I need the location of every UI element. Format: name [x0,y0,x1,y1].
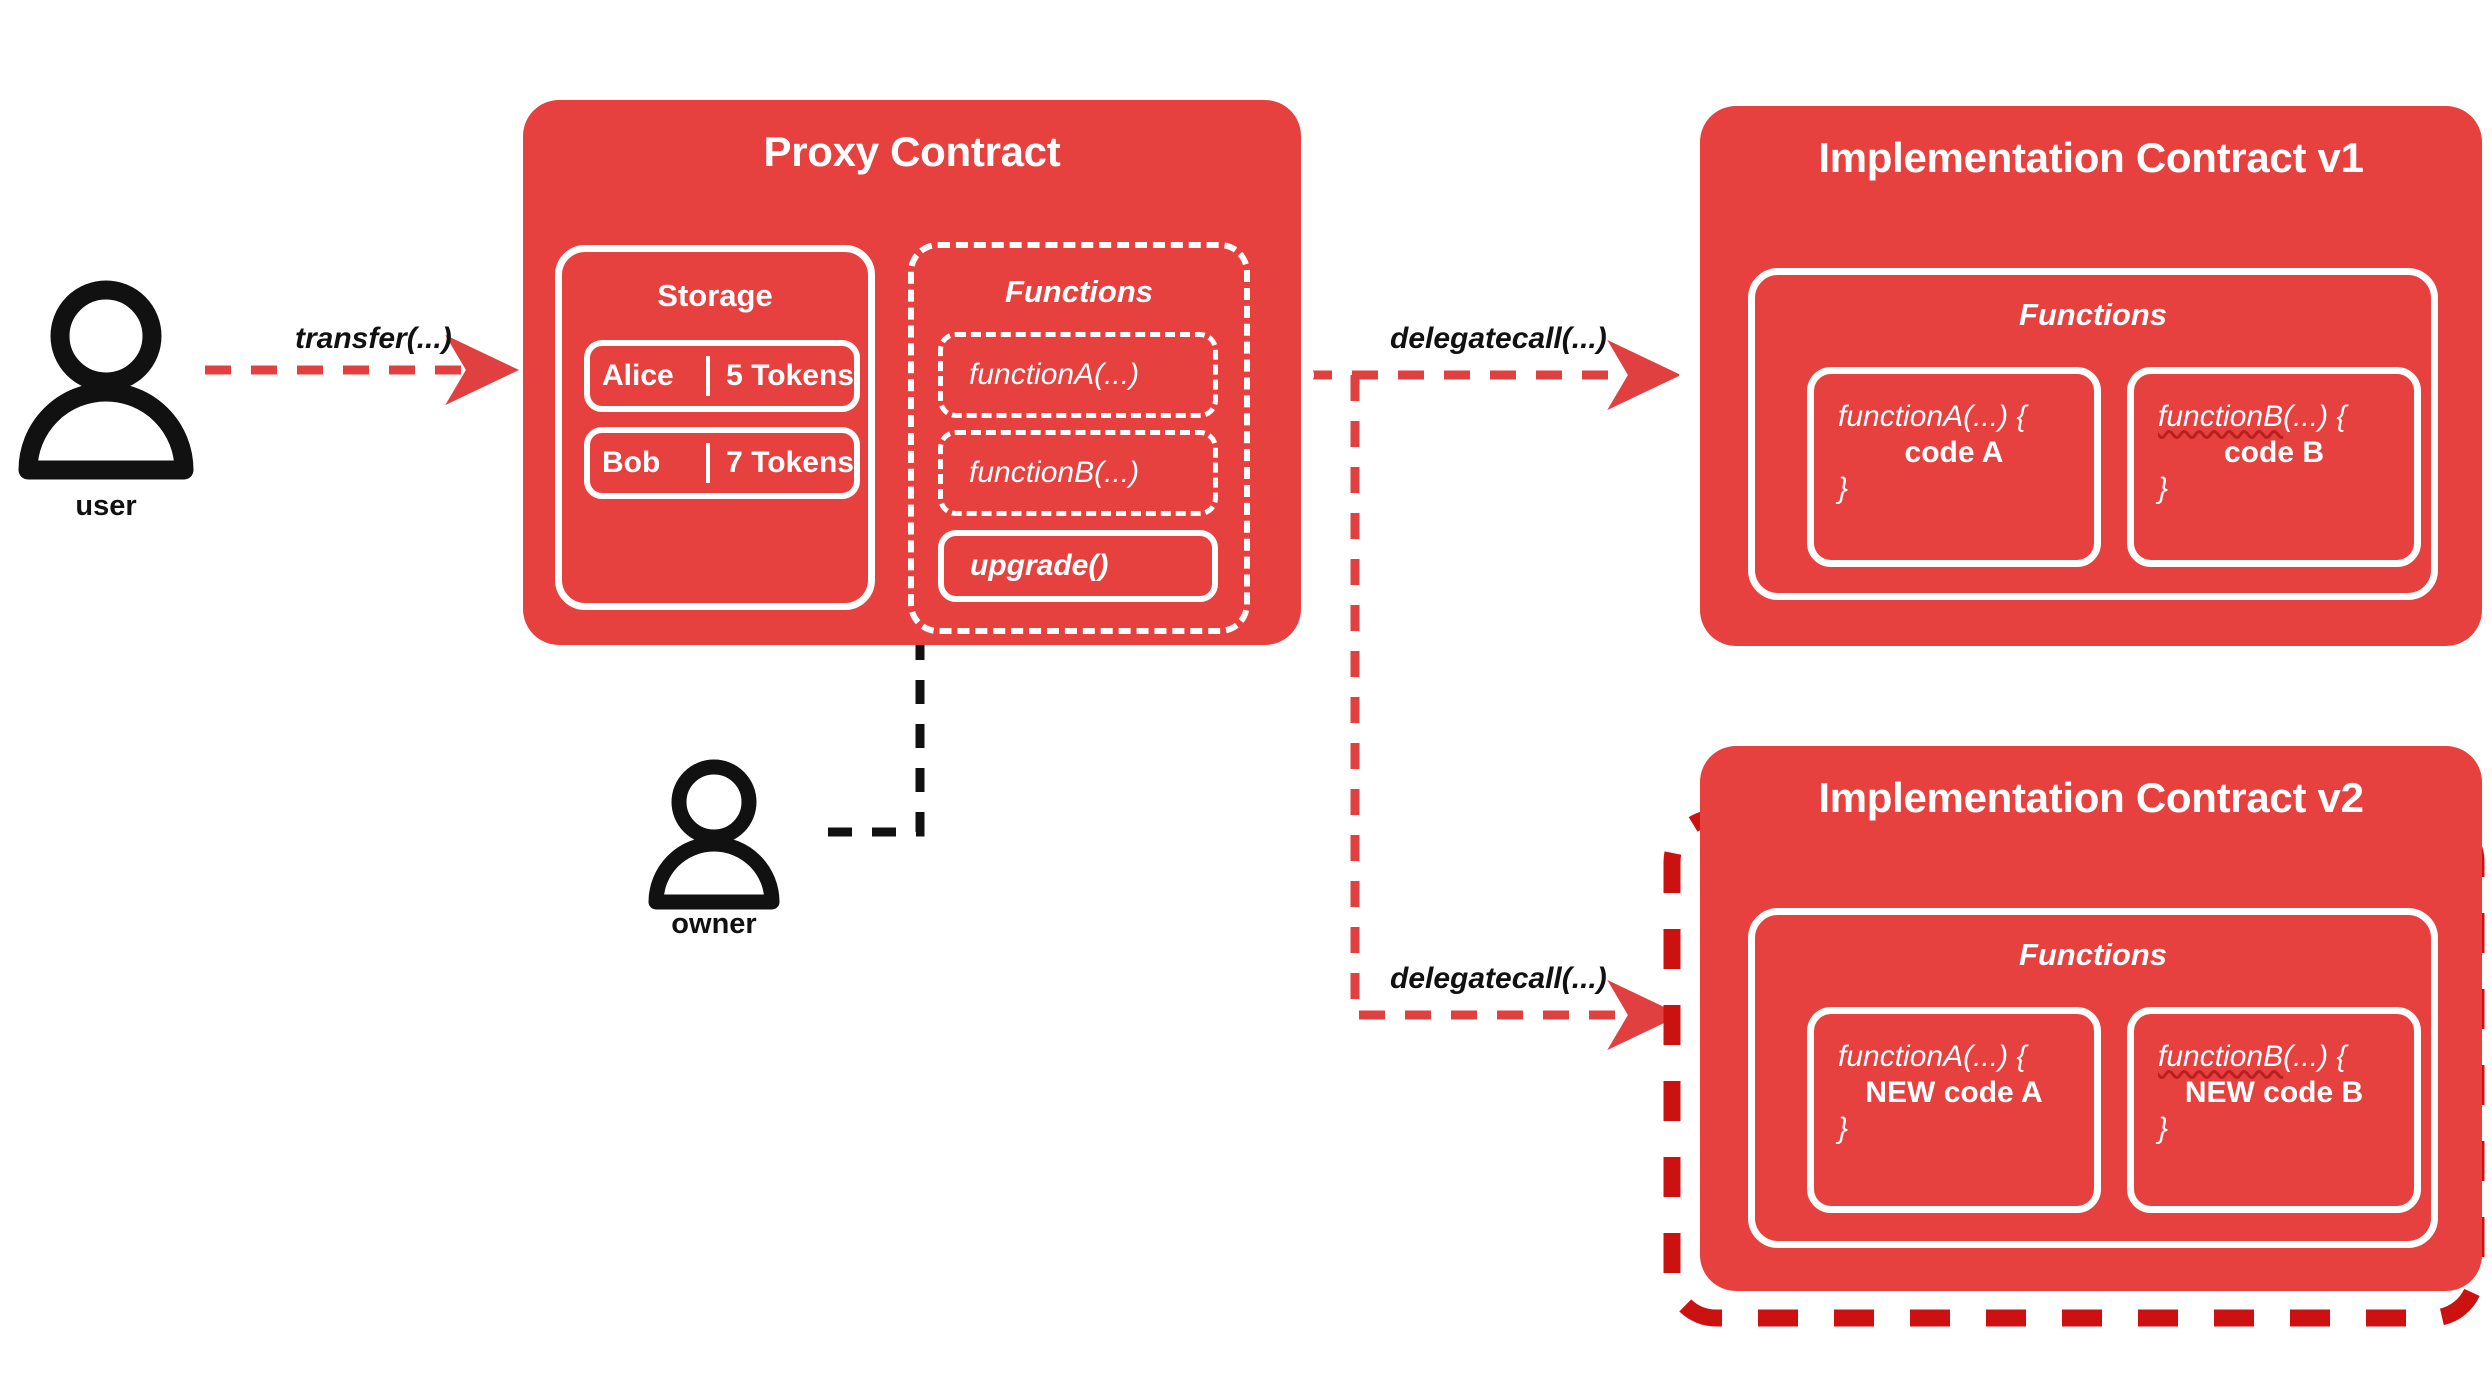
storage-row-bob-value: 7 Tokens [726,446,854,479]
implementation-v1-functionA-box[interactable]: functionA(...) { code A } [1807,367,2101,567]
storage-row-bob-name: Bob [602,446,661,479]
implementation-v1-functionA-body: code A [1904,435,2004,469]
implementation-v1-functionB-close: } [2158,472,2169,506]
storage-row-divider [706,443,711,483]
storage-row-alice[interactable]: Alice 5 Tokens [584,340,860,412]
actor-label-user: user [75,490,137,522]
implementation-v1-functionA-signature: functionA(...) { [1838,400,2027,433]
implementation-v1-functionA-close: } [1838,472,1849,506]
proxy-function-upgrade[interactable]: upgrade() [938,530,1218,602]
edge-owner-upgrade [828,562,925,837]
proxy-functions-panel[interactable]: Functions functionA(...) functionB(...) … [908,242,1250,634]
edge-label-delegatecall-v2: delegatecall(...) [1390,962,1607,995]
storage-row-bob[interactable]: Bob 7 Tokens [584,427,860,499]
implementation-v2-title: Implementation Contract v2 [1818,774,2364,821]
proxy-contract-card[interactable]: Proxy Contract Storage Alice 5 Tokens Bo… [523,100,1301,645]
proxy-contract-title: Proxy Contract [763,128,1061,175]
proxy-function-functionA[interactable]: functionA(...) [938,332,1218,418]
proxy-function-upgrade-label: upgrade() [970,549,1109,582]
proxy-function-functionB-label: functionB(...) [969,456,1140,489]
edge-delegatecall-v2 [1350,375,1682,1051]
implementation-v2-functionB-body: NEW code B [2184,1075,2364,1109]
implementation-v2-functionA-body: NEW code A [1865,1075,2043,1109]
proxy-functions-label: Functions [1004,274,1154,309]
implementation-v2-functionB-close: } [2158,1112,2169,1146]
proxy-storage-label: Storage [657,278,773,313]
implementation-v1-functions-panel[interactable]: Functions functionA(...) { code A } func… [1748,268,2438,600]
implementation-v1-title: Implementation Contract v1 [1818,134,2364,181]
implementation-v2-functionA-close: } [1838,1112,1849,1146]
proxy-storage-panel[interactable]: Storage Alice 5 Tokens Bob 7 Tokens [555,245,875,610]
owner-person-icon [648,759,780,910]
storage-row-divider [706,356,711,396]
implementation-v2-functionA-signature: functionA(...) { [1838,1040,2027,1073]
proxy-function-functionB[interactable]: functionB(...) [938,430,1218,516]
implementation-v1-card[interactable]: Implementation Contract v1 Functions fun… [1700,106,2482,646]
proxy-function-functionA-label: functionA(...) [969,358,1140,391]
implementation-v2-card[interactable]: Implementation Contract v2 Functions fun… [1700,746,2482,1291]
implementation-v2-functionB-box[interactable]: functionB(...) { NEW code B } [2127,1007,2421,1213]
implementation-v1-functionB-body: code B [2223,435,2325,469]
edge-label-transfer: transfer(...) [295,322,452,355]
implementation-v1-functionB-signature: functionB(...) { [2158,400,2347,433]
user-person-icon [18,280,194,480]
implementation-v1-functionB-box[interactable]: functionB(...) { code B } [2127,367,2421,567]
implementation-v2-functions-label: Functions [2018,937,2168,972]
implementation-v2-functionB-signature: functionB(...) { [2158,1040,2347,1073]
implementation-v2-functionA-box[interactable]: functionA(...) { NEW code A } [1807,1007,2101,1213]
edge-label-delegatecall-v1: delegatecall(...) [1390,322,1607,355]
implementation-v2-functions-panel[interactable]: Functions functionA(...) { NEW code A } … [1748,908,2438,1248]
implementation-v1-functions-label: Functions [2018,297,2168,332]
storage-row-alice-value: 5 Tokens [726,359,854,392]
actor-label-owner: owner [671,908,757,940]
storage-row-alice-name: Alice [602,359,674,392]
